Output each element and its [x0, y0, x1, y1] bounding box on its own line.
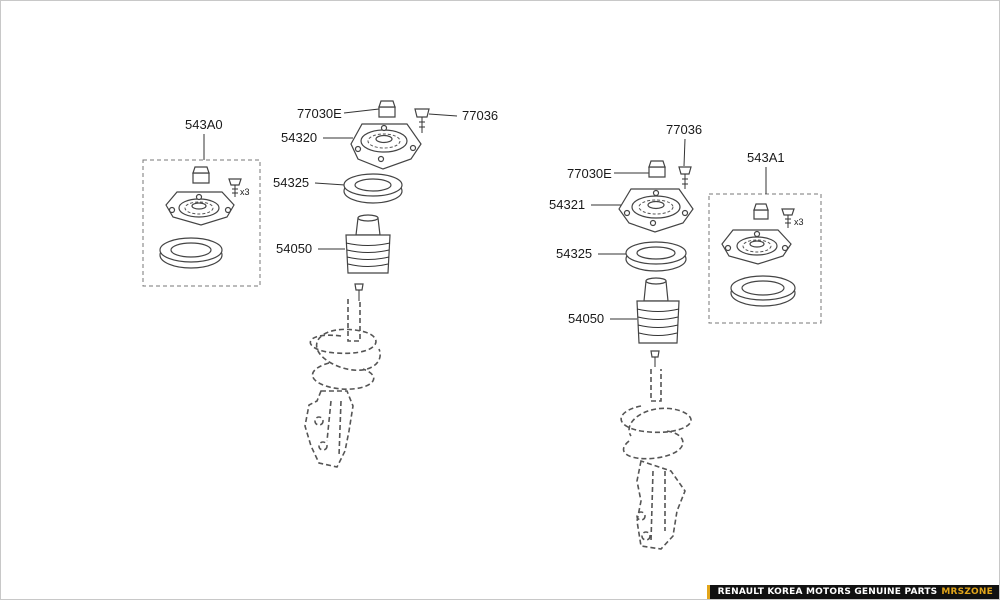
- leader-line: [683, 138, 686, 167]
- kit-strut-mount-icon: [165, 191, 235, 226]
- right-strut-assembly: 77036 77030E 54321 54325: [549, 122, 702, 550]
- kit-bearing-icon: [730, 275, 796, 307]
- footer-brand-text: RENAULT KOREA MOTORS GENUINE PARTS: [717, 587, 938, 597]
- bolt-icon: [678, 166, 692, 189]
- bearing-icon: [625, 241, 687, 272]
- qty-x3-right: x3: [794, 217, 804, 227]
- rod-end-icon: [354, 283, 364, 301]
- kit-bolt-icon: [228, 178, 242, 197]
- kit-boundary-box: [708, 193, 822, 324]
- kit-bearing-icon: [159, 237, 223, 269]
- strut-mount-icon: [350, 123, 422, 170]
- bump-stop-boot-icon: [345, 214, 391, 274]
- nut-icon: [378, 100, 396, 118]
- kit-nut-icon: [192, 166, 210, 184]
- part-label-54325-left[interactable]: 54325: [273, 175, 309, 190]
- part-label-54320[interactable]: 54320: [281, 130, 317, 145]
- leader-line: [343, 108, 380, 114]
- part-label-54321[interactable]: 54321: [549, 197, 585, 212]
- footer-brand-bar: RENAULT KOREA MOTORS GENUINE PARTS MRSZO…: [706, 585, 999, 599]
- part-label-77036-left[interactable]: 77036: [462, 108, 498, 123]
- part-label-543A0[interactable]: 543A0: [185, 117, 223, 132]
- part-label-77030E-left[interactable]: 77030E: [297, 106, 342, 121]
- part-label-77030E-right[interactable]: 77030E: [567, 166, 612, 181]
- qty-x3-left: x3: [240, 187, 250, 197]
- footer-site-name[interactable]: MRSZONE: [941, 587, 993, 597]
- kit-bolt-icon: [781, 208, 795, 228]
- kit-543A1-group[interactable]: 543A1 x3: [708, 150, 822, 324]
- strut-mount-icon: [618, 188, 694, 233]
- nut-icon: [648, 160, 666, 178]
- phantom-strut-spring: [304, 299, 381, 468]
- part-label-543A1[interactable]: 543A1: [747, 150, 785, 165]
- part-label-77036-right[interactable]: 77036: [666, 122, 702, 137]
- phantom-strut-spring: [620, 369, 692, 550]
- bearing-icon: [343, 173, 403, 204]
- bump-stop-boot-icon: [636, 277, 680, 344]
- kit-strut-mount-icon: [721, 229, 792, 265]
- part-label-54325-right[interactable]: 54325: [556, 246, 592, 261]
- part-label-54050-right[interactable]: 54050: [568, 311, 604, 326]
- left-strut-assembly: 77030E 77036 54320 54325: [273, 100, 498, 468]
- bolt-icon: [414, 108, 430, 133]
- leader-line: [314, 182, 346, 186]
- kit-nut-icon: [753, 203, 769, 220]
- kit-boundary-box: [142, 159, 261, 287]
- rod-end-icon: [650, 350, 660, 367]
- leader-line: [428, 113, 458, 117]
- part-label-54050-left[interactable]: 54050: [276, 241, 312, 256]
- kit-543A0-group[interactable]: 543A0 x3: [142, 117, 261, 287]
